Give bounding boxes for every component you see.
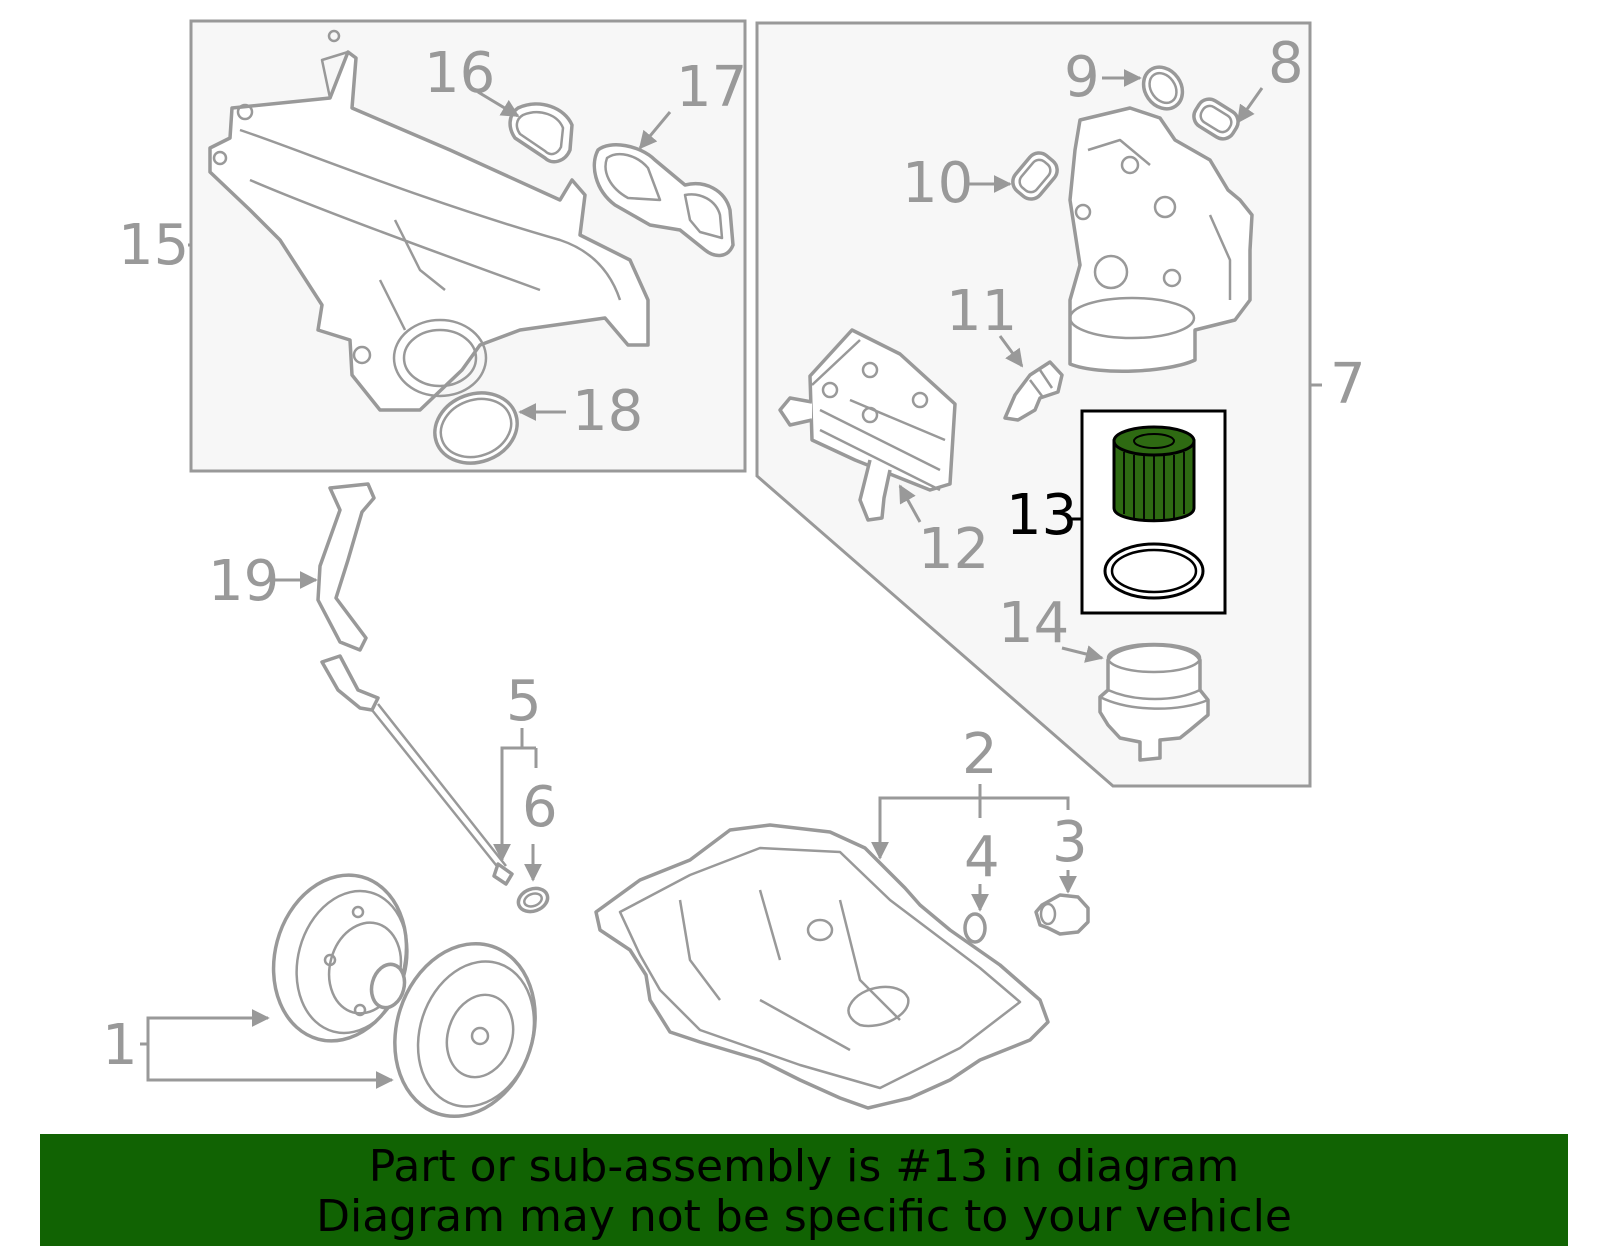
callout-6: 6 xyxy=(522,775,558,840)
callout-1: 1 xyxy=(102,1013,138,1078)
callout-16: 16 xyxy=(424,41,495,106)
oring-4[interactable] xyxy=(963,912,987,944)
callout-11: 11 xyxy=(946,279,1017,344)
callout-3: 3 xyxy=(1052,810,1088,875)
banner-line-2: Diagram may not be specific to your vehi… xyxy=(316,1191,1292,1242)
intake-manifold-part[interactable] xyxy=(208,29,650,412)
bracket-19[interactable] xyxy=(316,482,376,652)
oil-cooler-12[interactable] xyxy=(778,328,957,522)
oil-filter-oring-13[interactable] xyxy=(1103,542,1205,600)
callout-5: 5 xyxy=(506,669,542,734)
oil-filter-element-13[interactable] xyxy=(1112,425,1196,523)
oring-9[interactable] xyxy=(1136,60,1191,117)
callout-9: 9 xyxy=(1064,45,1100,110)
drain-plug-3[interactable] xyxy=(1034,893,1090,936)
crankshaft-pulley-1a[interactable] xyxy=(255,860,424,1056)
callout-8: 8 xyxy=(1268,31,1304,96)
oring-6[interactable] xyxy=(515,885,551,916)
callout-18: 18 xyxy=(572,379,643,444)
info-banner: Part or sub-assembly is #13 in diagram D… xyxy=(40,1134,1568,1246)
oil-pan-2[interactable] xyxy=(594,823,1050,1110)
gasket-10[interactable] xyxy=(1008,148,1062,204)
callout-17: 17 xyxy=(676,55,747,120)
callout-19: 19 xyxy=(208,549,279,614)
callout-12: 12 xyxy=(918,517,989,582)
callout-10: 10 xyxy=(902,151,973,216)
banner-line-1: Part or sub-assembly is #13 in diagram xyxy=(368,1141,1240,1192)
gasket-18[interactable] xyxy=(425,382,527,475)
crankshaft-pulley-1b[interactable] xyxy=(373,925,557,1134)
gasket-17[interactable] xyxy=(592,143,735,258)
oil-filter-housing-part[interactable] xyxy=(1068,106,1254,373)
filter-cap-14[interactable] xyxy=(1098,642,1210,762)
callout-13: 13 xyxy=(1006,483,1077,548)
callout-15: 15 xyxy=(118,213,189,278)
callout-7: 7 xyxy=(1330,352,1366,417)
sensor-11[interactable] xyxy=(1003,360,1064,422)
callout-2: 2 xyxy=(962,722,998,787)
callout-4: 4 xyxy=(964,825,1000,890)
gasket-8[interactable] xyxy=(1189,95,1242,144)
dipstick-5[interactable] xyxy=(320,654,514,886)
gasket-16[interactable] xyxy=(508,102,574,164)
callout-14: 14 xyxy=(998,591,1069,656)
